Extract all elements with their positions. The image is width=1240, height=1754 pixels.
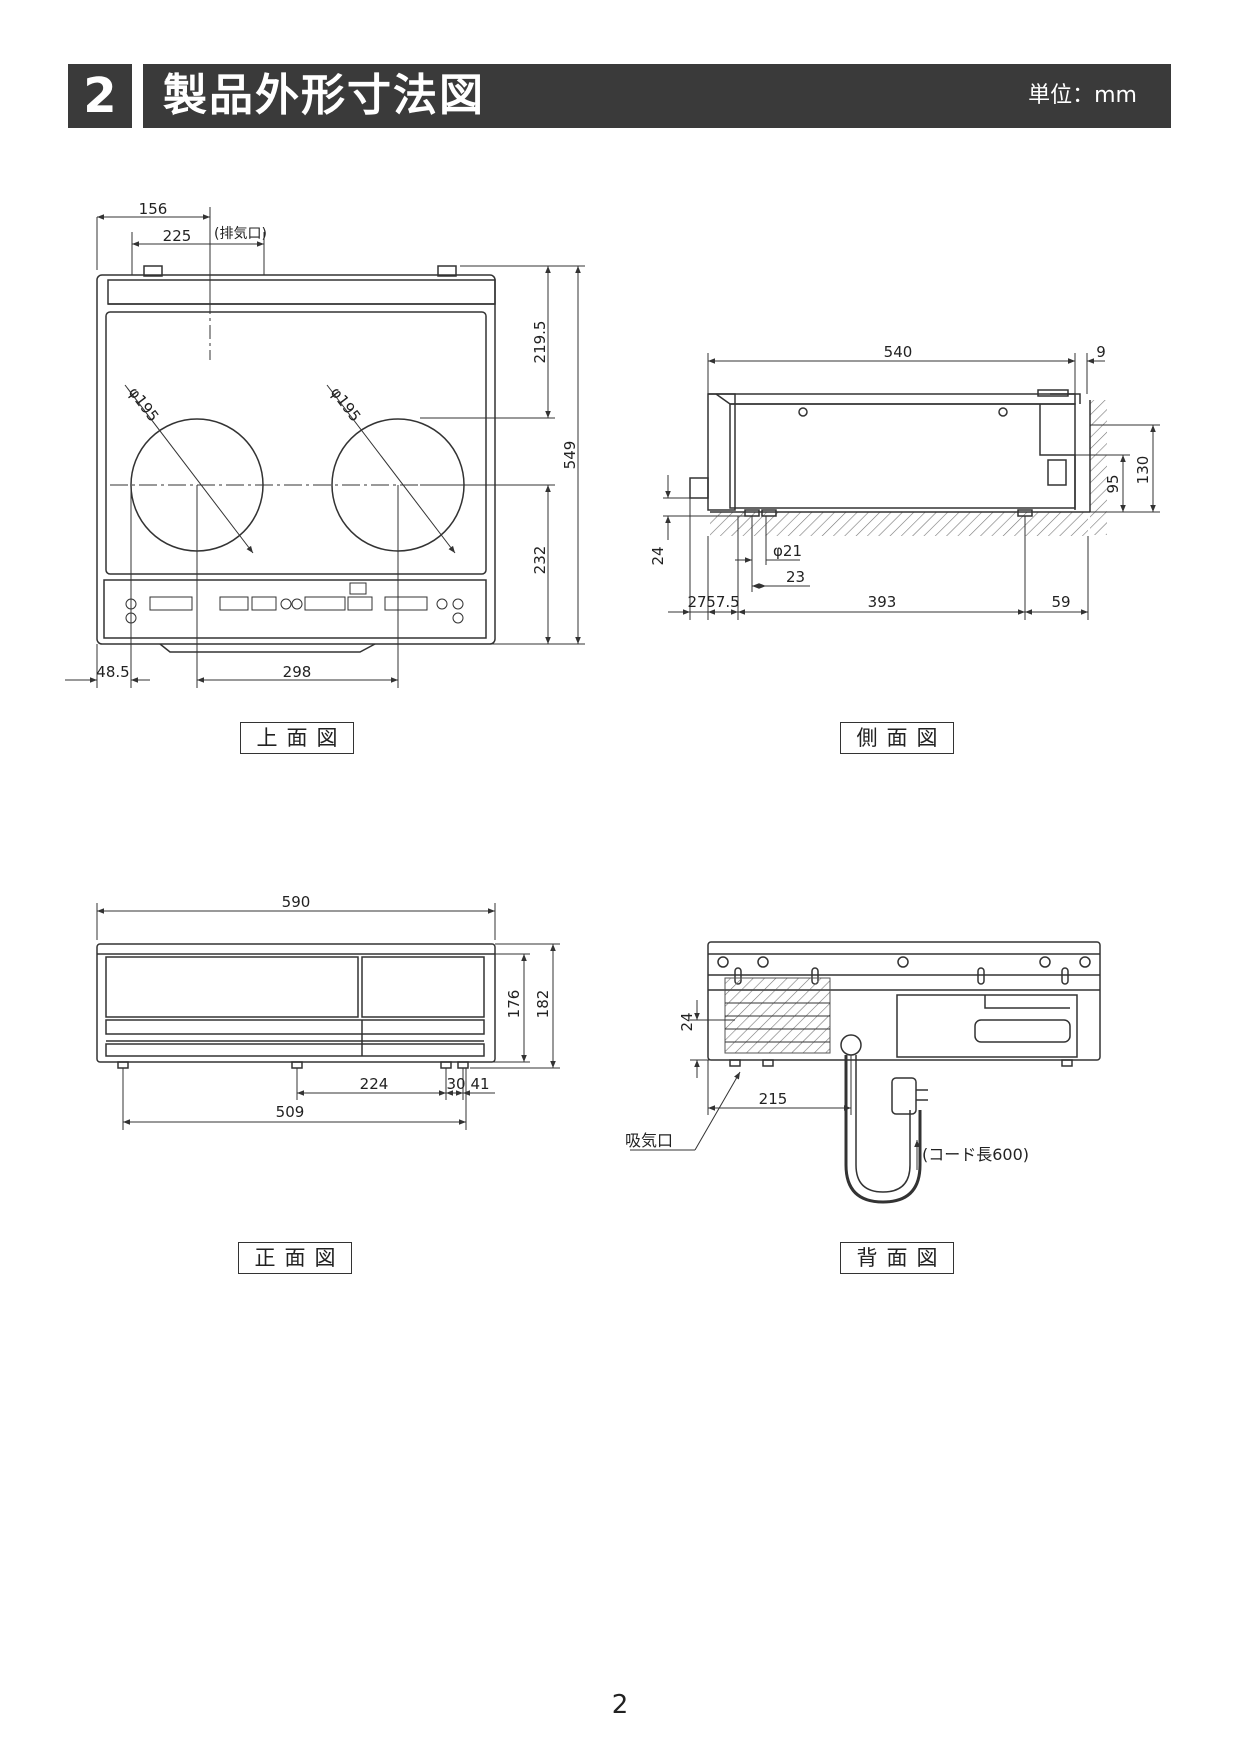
plug-icon [891,1077,917,1115]
dim-30: 30 [446,1075,465,1093]
intake-vent [724,977,831,1054]
caption-side-view: 側面図 [840,722,954,754]
unit-label: 単位：mm [1028,83,1137,108]
dim-540: 540 [884,343,913,361]
back-view-drawing [630,941,1101,1204]
side-view-drawing [663,353,1160,620]
page-number: 2 [611,1690,629,1720]
exhaust-label: (排気口) [214,226,267,242]
front-view-drawing [96,903,560,1130]
dim-224: 224 [360,1075,389,1093]
side-view-labels: 540 9 130 95 24 φ21 23 27 57.5 393 59 [649,343,1152,611]
top-view-labels: 156 225 (排気口) 219.5 549 232 48.5 298 φ19… [96,200,579,681]
section-number: 2 [68,64,132,128]
dim-phi21: φ21 [773,542,802,560]
front-view-labels: 590 176 182 224 30 41 509 [276,893,552,1121]
dim-298: 298 [283,663,312,681]
dim-156: 156 [139,200,168,218]
dim-549: 549 [561,441,579,470]
dim-57-5: 57.5 [706,593,739,611]
page-title: 製品外形寸法図 [163,70,485,121]
dim-176: 176 [505,990,523,1019]
dim-232: 232 [531,546,549,575]
burner-left-diameter: φ195 [125,384,163,426]
burner-right-diameter: φ195 [327,384,365,426]
dim-225: 225 [163,227,192,245]
dim-59: 59 [1051,593,1070,611]
dim-9: 9 [1096,343,1106,361]
dim-219-5: 219.5 [531,321,549,364]
intake-label: 吸気口 [625,1131,673,1150]
dim-393: 393 [868,593,897,611]
dim-24: 24 [649,546,667,565]
dim-41: 41 [470,1075,489,1093]
dim-48-5: 48.5 [96,663,129,681]
cord-length-label: (コード長600) [922,1145,1029,1164]
back-view-labels: 24 215 吸気口 (コード長600) [625,1012,1029,1164]
cord-outlet [840,1034,862,1056]
dim-130: 130 [1134,456,1152,485]
dim-182: 182 [534,990,552,1019]
top-view-drawing [65,207,585,688]
dim-509: 509 [276,1103,305,1121]
dim-27: 27 [687,593,706,611]
dim-95: 95 [1104,474,1122,493]
section-header-bar: 製品外形寸法図 単位：mm [143,64,1171,128]
dim-215: 215 [759,1090,788,1108]
caption-front-view: 正面図 [238,1242,352,1274]
caption-top-view: 上面図 [240,722,354,754]
caption-back-view: 背面図 [840,1242,954,1274]
dim-590: 590 [282,893,311,911]
dim-23: 23 [786,568,805,586]
dim-24: 24 [678,1012,696,1031]
